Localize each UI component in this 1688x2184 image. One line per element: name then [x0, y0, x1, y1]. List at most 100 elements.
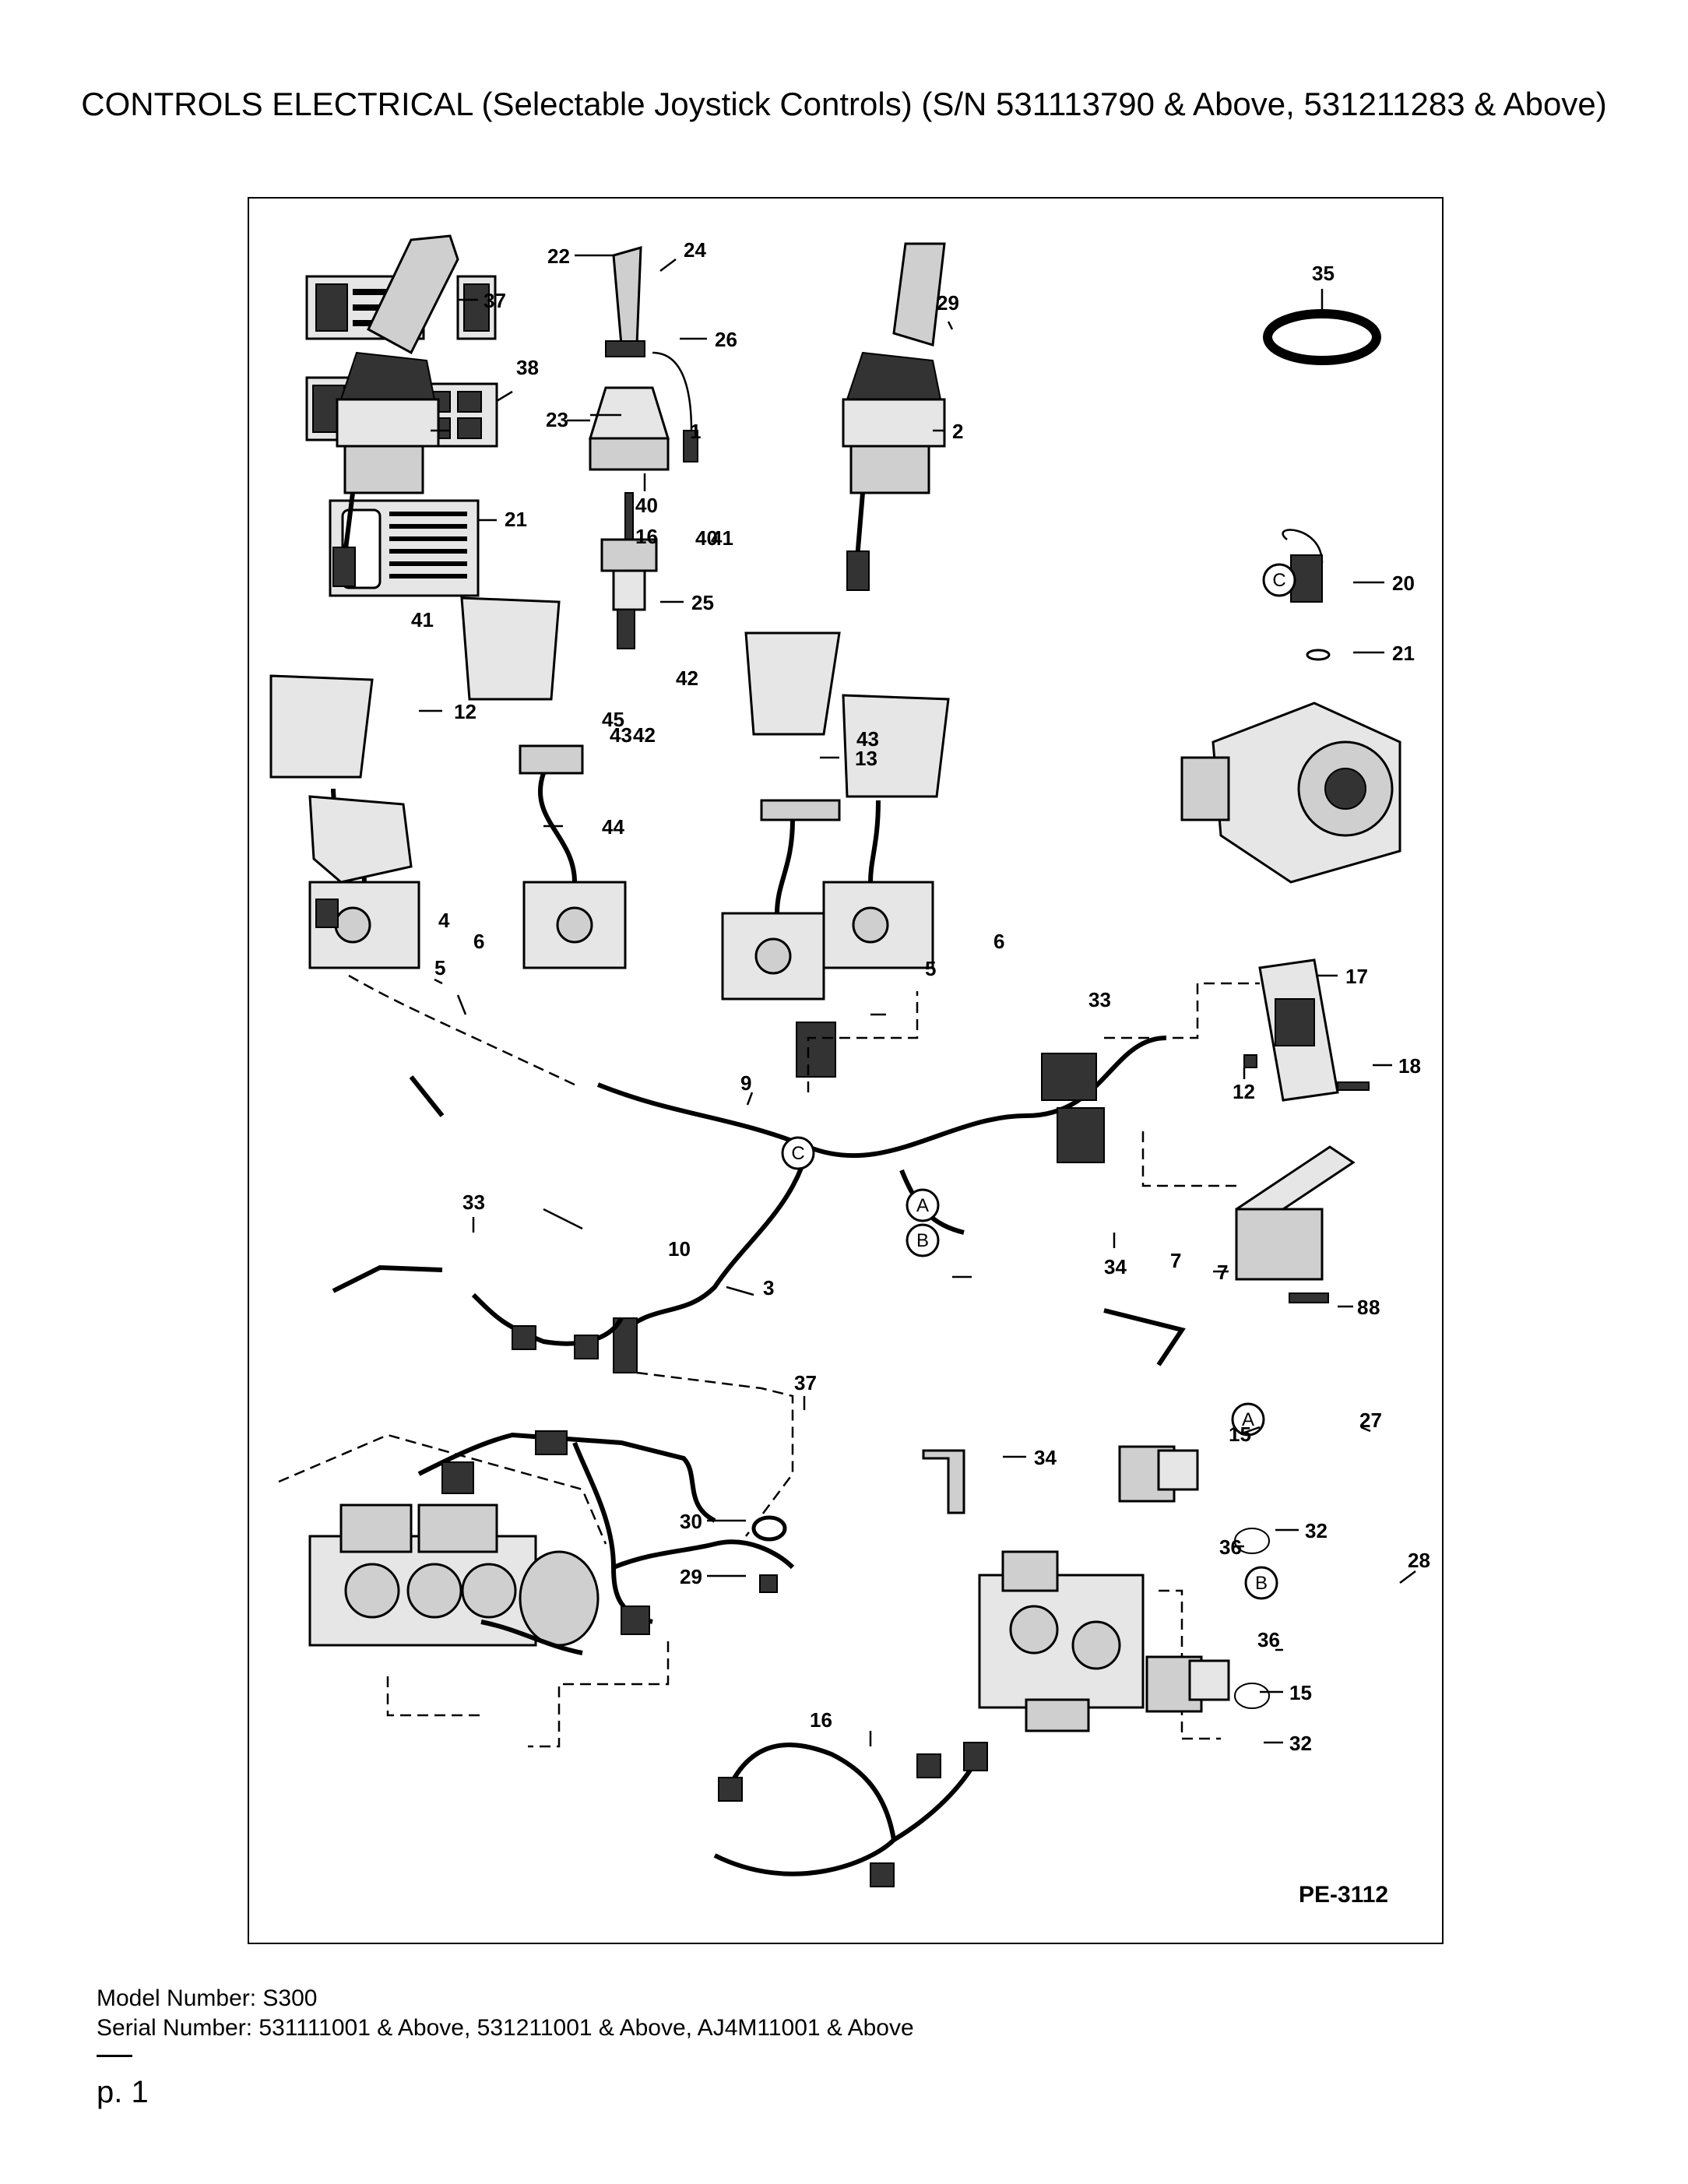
boot-41-b: [744, 631, 841, 736]
bracket-33: [922, 1449, 965, 1514]
callout: 33: [462, 1190, 485, 1214]
callout: 2: [952, 420, 963, 443]
callout: 38: [516, 356, 539, 379]
mount-brackets: [308, 744, 934, 1001]
callout: 41: [411, 608, 434, 631]
callout: 7: [1217, 1261, 1228, 1284]
callout: 43: [856, 727, 879, 751]
callout: 32: [1305, 1519, 1328, 1542]
callout: 5: [925, 957, 936, 980]
grip-center: [588, 245, 698, 649]
svg-text:C: C: [1272, 570, 1285, 591]
joystick-right: [842, 242, 946, 591]
boot-11-shape: [269, 674, 374, 779]
harness-37: [417, 1371, 795, 1748]
callout: 12: [1233, 1080, 1255, 1103]
joystick-left: [332, 234, 459, 587]
switch-panel-4: [308, 795, 413, 884]
callout: 43: [610, 723, 632, 747]
callout: 21: [1392, 642, 1415, 665]
solenoid-15-lower: [1145, 1655, 1270, 1713]
svg-text:B: B: [916, 1230, 929, 1251]
control-valve: [978, 1550, 1221, 1740]
callout: 1: [690, 420, 701, 443]
callout: 13: [855, 747, 877, 770]
callout: 21: [505, 508, 527, 531]
diagram-frame: [248, 197, 1444, 1944]
callout: 29: [680, 1565, 702, 1588]
callout: 15: [1229, 1423, 1251, 1446]
connector-label-a: A: [906, 1188, 940, 1222]
callout: 6: [473, 930, 484, 953]
page-divider: [97, 2055, 132, 2057]
decal-38: [305, 275, 497, 340]
boot-41-a: [460, 596, 561, 701]
callout: 5: [434, 956, 445, 979]
switch-4: [315, 899, 339, 928]
callout: 16: [635, 525, 658, 548]
callout: 34: [1104, 1255, 1127, 1278]
callout: 22: [547, 244, 570, 268]
callout: 29: [937, 291, 959, 315]
connector-label-c: C: [781, 1136, 815, 1170]
connector-label-b: B: [906, 1223, 940, 1257]
controller-7: [1235, 1145, 1356, 1303]
svg-text:A: A: [1242, 1409, 1254, 1430]
callout: 18: [1398, 1054, 1421, 1078]
callout: 24: [684, 238, 706, 262]
callout: 3: [763, 1276, 774, 1299]
bracket-17: [1243, 958, 1370, 1102]
callout: 12: [454, 700, 477, 723]
callout: 28: [1408, 1549, 1430, 1572]
callout: 8: [1357, 1296, 1368, 1319]
connector-label-b: B: [1244, 1566, 1278, 1600]
callout: 27: [1359, 1409, 1382, 1432]
diagram-code: PE-3112: [1299, 1882, 1388, 1908]
connector-label-c: C: [1262, 563, 1296, 597]
callout: 40: [635, 494, 658, 517]
callout: 42: [633, 723, 656, 747]
page-title: CONTROLS ELECTRICAL (Selectable Joystick…: [81, 86, 1607, 122]
wrench-34-right: [1103, 1308, 1186, 1366]
motor-assembly: [1180, 529, 1401, 884]
callout: 36: [1219, 1535, 1242, 1559]
callout: 26: [715, 328, 737, 351]
callout: 16: [810, 1708, 832, 1732]
serial-number: Serial Number: 531111001 & Above, 531211…: [97, 2015, 914, 2041]
svg-text:B: B: [1255, 1573, 1268, 1594]
parts-diagram: C C A B A B: [269, 234, 1430, 1908]
coil-35: [1263, 309, 1381, 365]
leader-lines: [419, 254, 1416, 1746]
callout: 25: [691, 591, 714, 614]
nut-28: [759, 1574, 778, 1593]
callout: 4: [438, 909, 450, 932]
callout: 40: [695, 526, 718, 550]
model-number: Model Number: S300: [97, 1985, 318, 2011]
svg-text:C: C: [791, 1143, 804, 1164]
callout: 34: [1034, 1446, 1057, 1469]
callout: 37: [794, 1371, 817, 1394]
page-number: p. 1: [97, 2075, 149, 2109]
svg-text:A: A: [916, 1195, 929, 1216]
callout: 10: [668, 1237, 691, 1261]
callout: 8: [1369, 1296, 1380, 1319]
callout: 23: [546, 408, 568, 431]
callout: 33: [1088, 988, 1111, 1011]
callout: 36: [1257, 1628, 1280, 1651]
harness-16: [713, 1742, 988, 1887]
boot-12: [842, 694, 950, 798]
callout: 15: [1289, 1681, 1312, 1704]
callout: 6: [993, 930, 1004, 953]
callout: 17: [1345, 965, 1368, 988]
wrench-34-left: [332, 1264, 443, 1293]
callout-labels: 37 38 21 24 22 29 35 2 1 23 26 16 40 41 …: [411, 238, 1430, 1908]
sensor-item: [409, 1075, 445, 1117]
clamp-29: [751, 1515, 787, 1542]
callout: 37: [484, 289, 506, 312]
connector-label-a: A: [1231, 1402, 1265, 1437]
callout: 32: [1289, 1732, 1312, 1755]
callout: 41: [711, 526, 733, 550]
callout: 45: [602, 708, 624, 731]
callout: 7: [1170, 1249, 1181, 1272]
callout: 42: [676, 666, 698, 690]
